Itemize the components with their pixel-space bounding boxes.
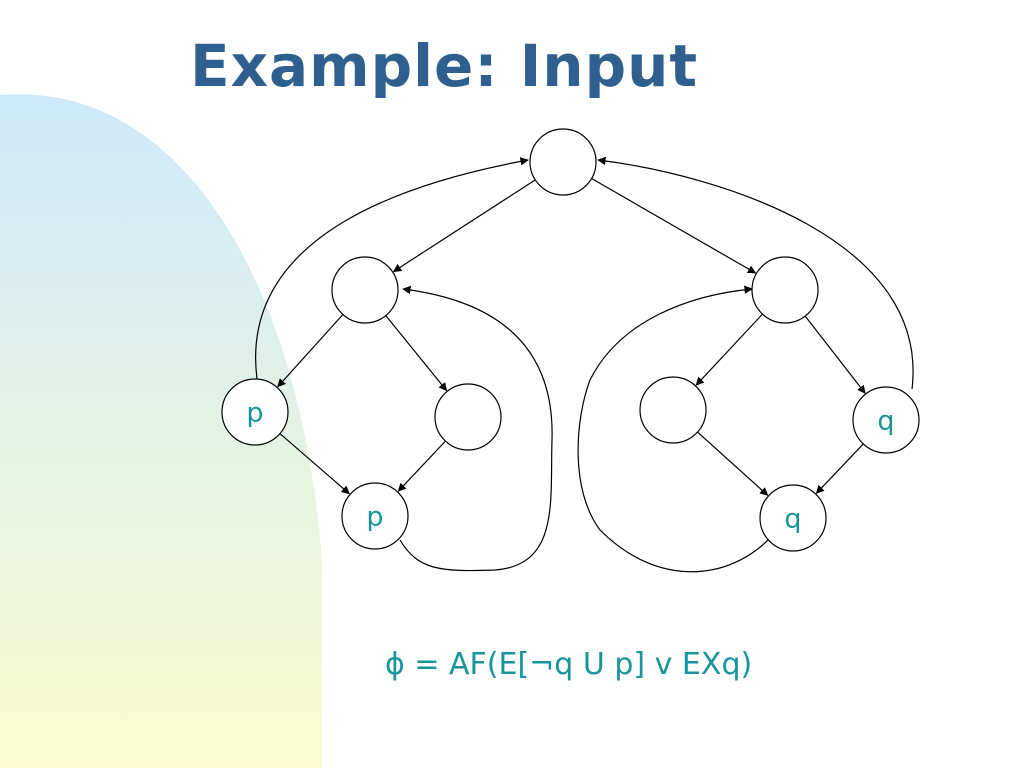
edge-right-right-to-root [597,156,914,390]
edge-right-to-right-left [695,313,763,386]
formula: ϕ = AF(E[¬q U p] v EXq) [385,647,752,682]
node-label: q [877,406,894,437]
node-circle [341,482,409,550]
edge-right-to-right-right [804,315,866,394]
edge-left-left-to-left-bottom [279,433,350,495]
node-circle [852,386,920,454]
node-root [529,128,597,196]
edge-right-right-to-right-bottom [815,443,864,494]
edge-left-bottom-to-left [399,285,553,572]
edge-left-to-left-right [385,315,448,392]
edge-left-right-to-left-bottom [397,440,446,492]
node-label: q [784,504,801,535]
formula-text: = AF(E[¬q U p] v EXq) [404,647,753,682]
edges [255,156,914,573]
background-blob [0,94,322,768]
node-circle [529,128,597,196]
node-circle [759,484,827,552]
slide-title: Example: Input [190,32,699,100]
node-circle [434,383,502,451]
node-left-right [434,383,502,451]
edge-right-left-to-right-bottom [697,431,769,496]
node-circle [751,256,819,324]
node-label: p [366,502,383,533]
phi-symbol: ϕ [385,647,405,682]
nodes: p q p q [221,128,920,552]
node-left-bottom: p [341,482,409,550]
node-left [331,256,399,324]
node-right-left [639,376,707,444]
node-left-left: p [221,378,289,446]
edge-right-bottom-to-right [577,285,769,573]
node-right-right: q [852,386,920,454]
node-right [751,256,819,324]
node-circle [221,378,289,446]
node-label: p [246,398,263,429]
node-circle [331,256,399,324]
edge-root-to-right [591,177,757,274]
edge-root-to-left [392,179,536,273]
node-circle [639,376,707,444]
edge-left-left-to-root [255,157,529,380]
node-right-bottom: q [759,484,827,552]
edge-left-to-left-left [277,314,344,388]
